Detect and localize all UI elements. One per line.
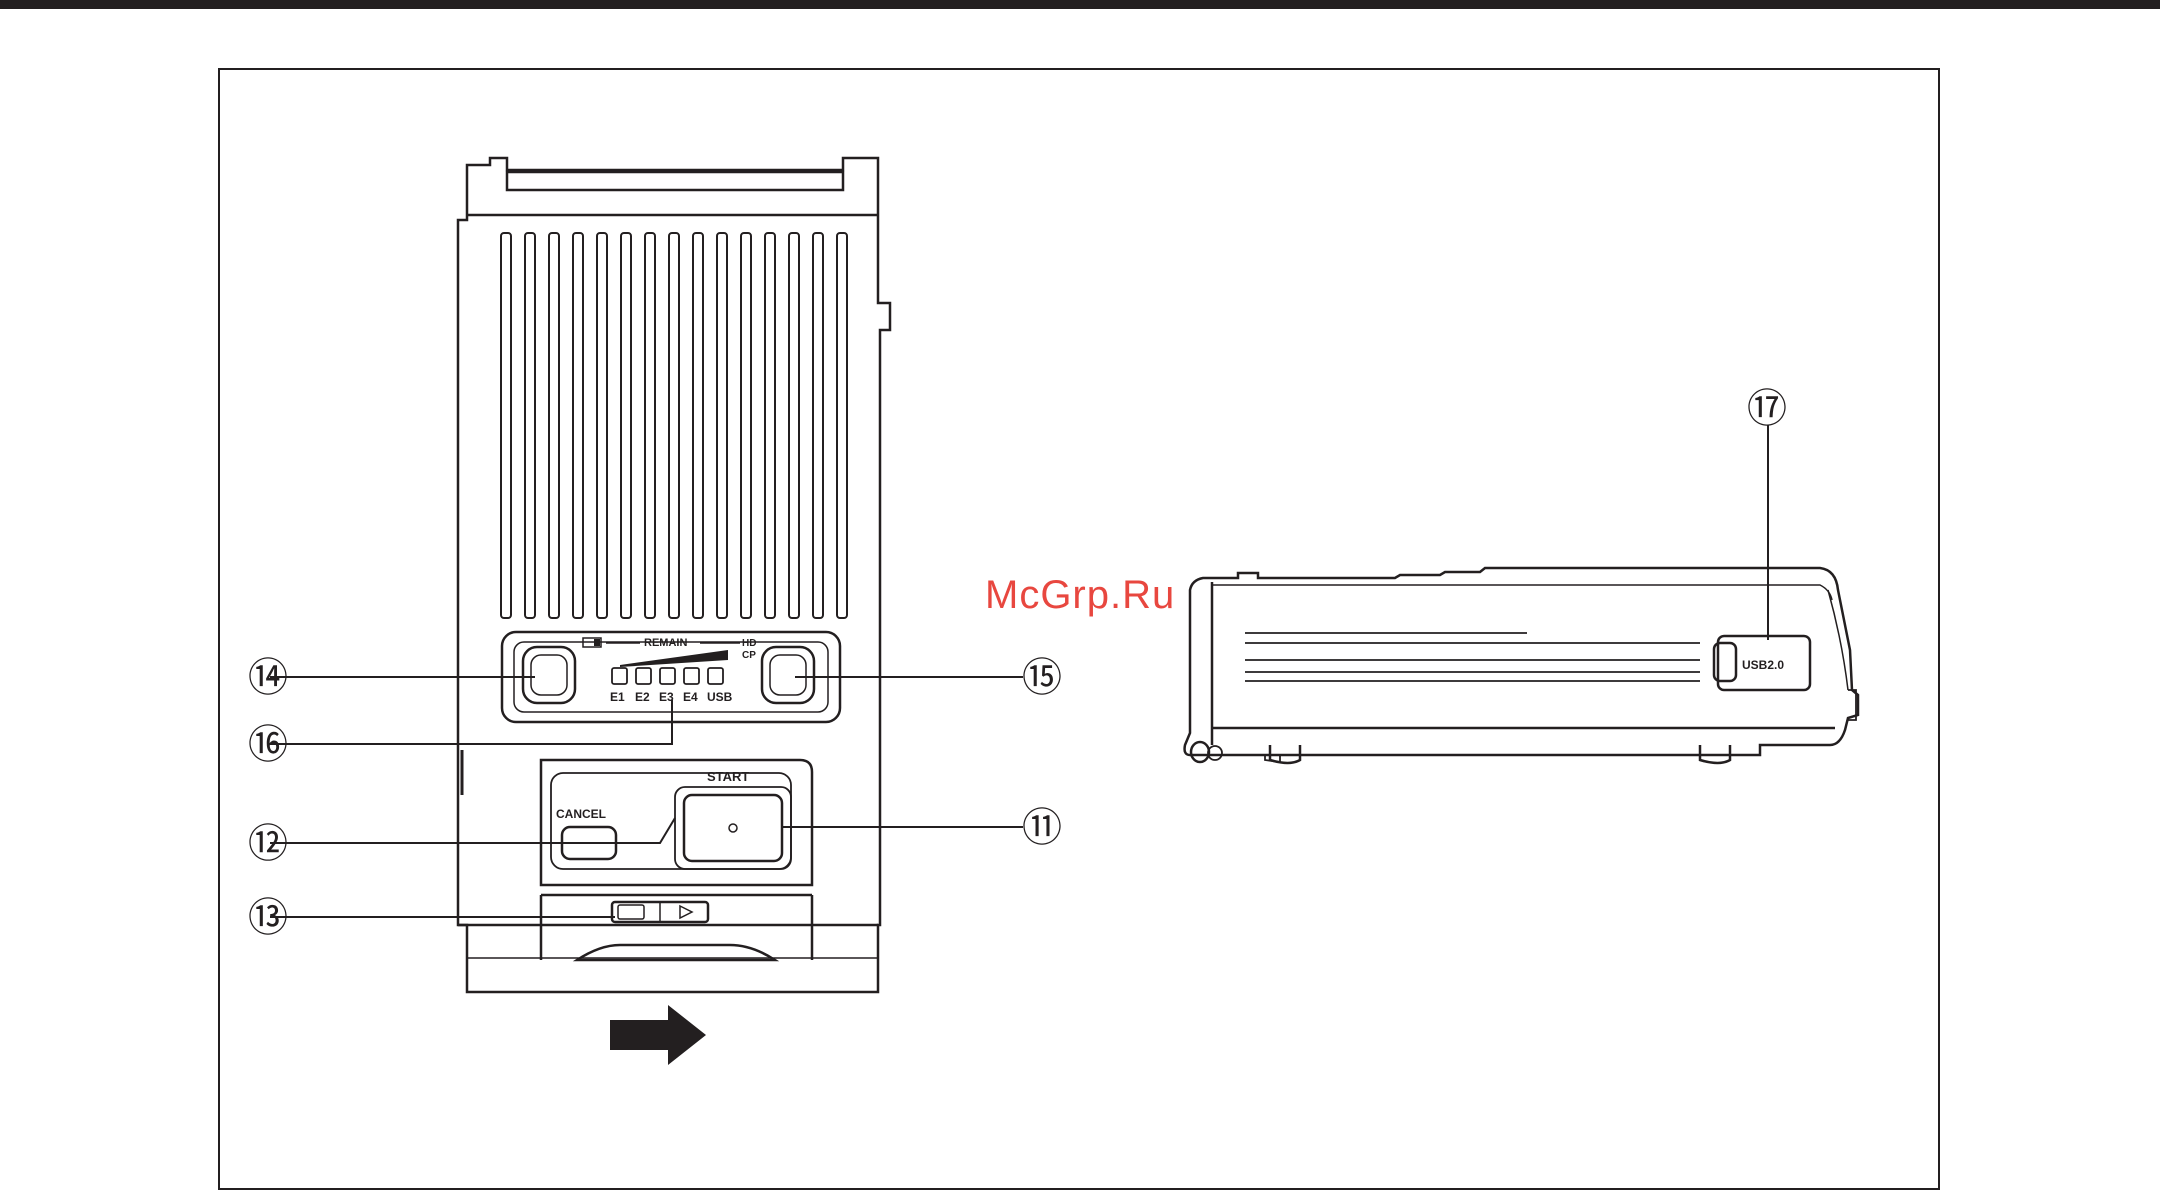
callout-16: ⑯ bbox=[248, 723, 288, 767]
side-grooves bbox=[1245, 633, 1700, 681]
cp-label: CP bbox=[742, 650, 756, 661]
led-indicators bbox=[612, 668, 723, 684]
cancel-label: CANCEL bbox=[556, 807, 606, 821]
usb-label: USB bbox=[707, 690, 733, 704]
top-handle-slot bbox=[507, 172, 843, 190]
front-body-outline bbox=[458, 158, 890, 992]
usb2-label: USB2.0 bbox=[1742, 658, 1784, 672]
start-button[interactable] bbox=[684, 795, 782, 861]
watermark: McGrp.Ru bbox=[985, 573, 1175, 618]
side-top-edge bbox=[1212, 585, 1832, 600]
front-view bbox=[458, 158, 890, 1065]
right-panel-button-face bbox=[770, 655, 806, 695]
callout-13: ⑬ bbox=[248, 896, 288, 940]
vent-slots bbox=[501, 233, 847, 618]
callout-12: ⑫ bbox=[248, 822, 288, 866]
start-label: START bbox=[707, 769, 749, 784]
e2-label: E2 bbox=[635, 690, 650, 704]
callout-17: ⑰ bbox=[1747, 387, 1787, 431]
callout-15: ⑮ bbox=[1022, 656, 1062, 700]
start-button-surround bbox=[675, 787, 791, 869]
direction-arrow-icon bbox=[610, 1005, 706, 1065]
callout-14: ⑭ bbox=[248, 656, 288, 700]
callout-11: ⑪ bbox=[1022, 806, 1062, 850]
e1-label: E1 bbox=[610, 690, 625, 704]
e4-label: E4 bbox=[683, 690, 698, 704]
remain-bar bbox=[620, 650, 728, 667]
side-rear-curve bbox=[1828, 590, 1848, 690]
button-bay bbox=[541, 760, 812, 885]
foot-left bbox=[1191, 742, 1209, 762]
left-panel-button-face bbox=[531, 655, 567, 695]
callout-leaders bbox=[270, 425, 1768, 917]
play-triangle-icon bbox=[680, 906, 692, 918]
start-button-dot bbox=[729, 824, 737, 832]
hd-label: HD bbox=[742, 638, 756, 649]
remain-label: REMAIN bbox=[644, 637, 687, 649]
